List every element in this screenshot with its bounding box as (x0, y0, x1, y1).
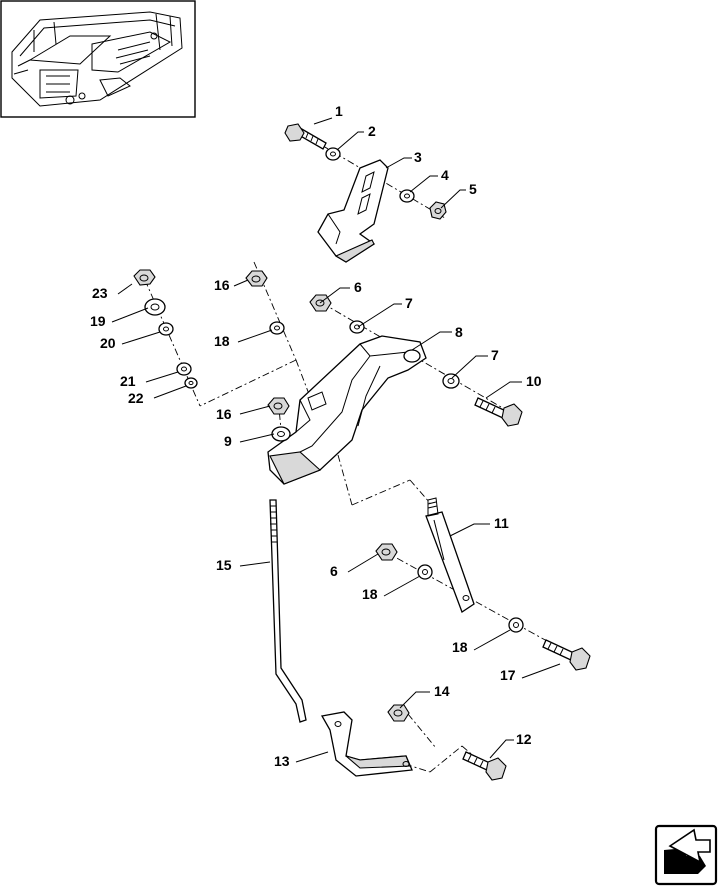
next-page-arrow-icon (664, 828, 711, 874)
callout-19: 19 (90, 313, 106, 329)
callout-3: 3 (414, 149, 422, 165)
callout-18-upper: 18 (214, 333, 230, 349)
washer-19 (144, 298, 166, 316)
next-page-button[interactable] (654, 824, 718, 886)
bolt-10 (474, 397, 523, 427)
bolt-12 (462, 751, 507, 781)
bolt-1 (284, 123, 327, 150)
callout-10: 10 (526, 373, 542, 389)
callout-5: 5 (469, 181, 477, 197)
callout-2: 2 (368, 123, 376, 139)
callout-8: 8 (455, 324, 463, 340)
callout-11: 11 (494, 515, 509, 531)
callout-18-middle: 18 (362, 586, 378, 602)
callout-21: 21 (120, 373, 136, 389)
bracket-3 (317, 159, 389, 263)
washer-20 (158, 322, 174, 336)
washer-9 (271, 426, 291, 442)
callout-1: 1 (335, 103, 343, 119)
washer-2 (325, 147, 341, 161)
tractor-frame-icon (11, 11, 183, 107)
nut-6-lower (375, 543, 398, 561)
callout-13: 13 (274, 753, 290, 769)
pedal-arm-8 (267, 335, 427, 485)
washer-7-right (442, 373, 460, 389)
callout-7-upper: 7 (405, 295, 413, 311)
link-11 (425, 497, 475, 613)
nut-16-lower (267, 397, 290, 415)
callout-15: 15 (216, 557, 232, 573)
callout-16-upper: 16 (214, 277, 230, 293)
washer-18-middle (417, 564, 433, 580)
callout-9: 9 (224, 433, 232, 449)
callout-14: 14 (434, 683, 450, 699)
callout-23: 23 (92, 285, 108, 301)
callout-16-lower: 16 (216, 406, 232, 422)
callout-22: 22 (128, 390, 144, 406)
callout-12: 12 (516, 731, 532, 747)
callout-20: 20 (100, 335, 116, 351)
callout-4: 4 (441, 167, 449, 183)
location-thumbnail (0, 0, 196, 118)
washer-22 (184, 377, 198, 389)
callout-labels: 1 2 3 4 5 6 7 8 7 10 16 23 19 18 20 21 2… (90, 103, 542, 769)
callout-17: 17 (500, 667, 516, 683)
bolt-17 (542, 639, 591, 671)
pedal-13 (320, 711, 413, 777)
washer-7-upper (349, 320, 365, 334)
callout-6-upper: 6 (354, 279, 362, 295)
washer-4 (399, 189, 415, 203)
washer-21 (176, 362, 192, 376)
callout-7-right: 7 (491, 347, 499, 363)
callout-18-lower: 18 (452, 639, 468, 655)
nut-5 (429, 201, 447, 220)
nut-23 (133, 269, 156, 286)
callout-6-lower: 6 (330, 563, 338, 579)
nut-16-upper (245, 270, 268, 287)
washer-18-lower (508, 617, 524, 633)
leader-lines (111, 117, 561, 763)
rod-15 (269, 499, 307, 723)
washer-18-upper (269, 321, 285, 335)
nut-14 (387, 704, 410, 722)
